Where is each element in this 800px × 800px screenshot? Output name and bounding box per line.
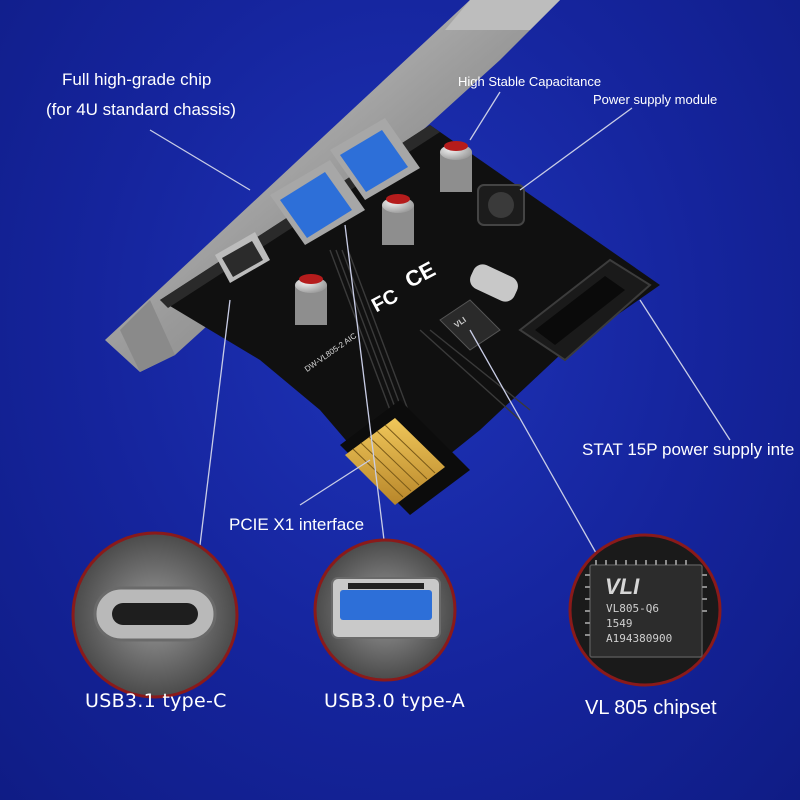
label-full-high-grade-chip: Full high-grade chip xyxy=(62,70,212,89)
label-vl805-chipset: VL 805 chipset xyxy=(585,697,717,719)
usb-a-port-upper xyxy=(330,118,420,200)
sata-power-connector xyxy=(518,258,652,362)
label-4u-chassis: (for 4U standard chassis) xyxy=(46,100,236,119)
capacitor-2 xyxy=(382,194,414,245)
usb-c-port xyxy=(215,232,270,283)
label-usb31-type-c: USB3.1 type-C xyxy=(85,690,227,712)
power-inductor xyxy=(477,184,525,226)
chip-zoom-lot2: A194380900 xyxy=(606,632,673,645)
crystal-oscillator xyxy=(470,264,518,302)
label-high-stable-capacitance: High Stable Capacitance xyxy=(458,74,602,89)
zoom-circle-chip xyxy=(568,533,722,687)
capacitor-1 xyxy=(440,141,472,192)
zoom-circle-usb-c xyxy=(71,531,239,699)
chip-zoom-logo: VLI xyxy=(605,574,640,599)
label-pcie-x1: PCIE X1 interface xyxy=(229,515,365,534)
label-usb30-type-a: USB3.0 type-A xyxy=(324,690,466,712)
leader-lines xyxy=(149,91,731,561)
chip-zoom-part: VL805-Q6 xyxy=(606,602,659,615)
chip-zoom-lot1: 1549 xyxy=(606,617,633,630)
label-power-supply-module: Power supply module xyxy=(593,92,718,107)
label-stat-15p-power: STAT 15P power supply inte xyxy=(582,440,795,459)
zoom-circle-usb-a xyxy=(313,538,457,682)
capacitor-3 xyxy=(295,274,327,325)
pcie-connector xyxy=(340,400,470,515)
usb-a-port-lower xyxy=(270,160,365,245)
vl805-chip-on-board xyxy=(439,299,501,351)
